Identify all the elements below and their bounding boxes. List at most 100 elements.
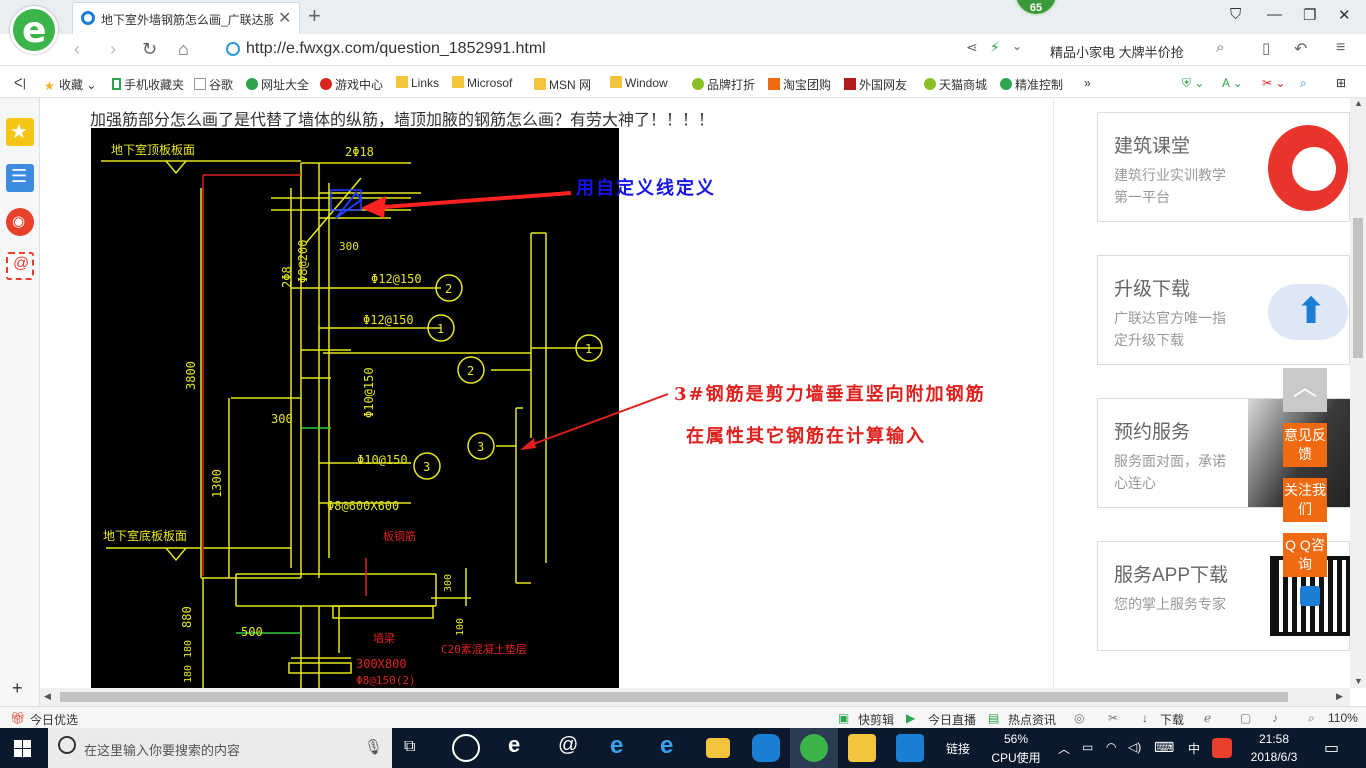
scissors-icon[interactable]: ✂ ⌄ <box>1262 76 1286 90</box>
menu-icon[interactable]: ≡ <box>1336 39 1346 56</box>
bookmark-discount[interactable]: 品牌打折 <box>692 76 755 93</box>
edge-app-icon[interactable]: e <box>610 732 624 759</box>
file-explorer-icon[interactable] <box>706 738 730 758</box>
task-view-icon[interactable]: ⧉ <box>404 738 416 755</box>
bookmark-links[interactable]: Links <box>396 76 439 90</box>
tab-active[interactable]: 地下室外墙钢筋怎么画_广联达服 ✕ <box>72 2 300 34</box>
horizontal-scrollbar[interactable]: ◀ ▶ <box>40 688 1350 706</box>
bookmark-control[interactable]: 精准控制 <box>1000 76 1063 93</box>
scroll-down-icon[interactable]: ▼ <box>1354 676 1363 686</box>
green-browser-app-icon[interactable] <box>800 734 828 762</box>
sidebar-toggle-icon[interactable]: ᐸ| <box>14 76 26 90</box>
translate-icon[interactable]: A ⌄ <box>1222 76 1243 90</box>
card-upgrade-download[interactable]: 升级下载 广联达官方唯一指定升级下载 ⬆ <box>1097 255 1350 365</box>
bookmark-microsoft[interactable]: Microsof <box>452 76 512 90</box>
tool-icon[interactable]: ✂ <box>1108 711 1119 725</box>
vertical-scrollbar[interactable]: ▲ ▼ <box>1350 98 1366 688</box>
bookmark-taobao[interactable]: 淘宝团购 <box>768 76 831 93</box>
chevron-down-icon[interactable]: ⌄ <box>1012 39 1023 53</box>
tray-expand-icon[interactable]: ︿ <box>1058 742 1071 756</box>
windows-start-icon[interactable] <box>14 740 31 757</box>
glodon-app-icon[interactable] <box>752 734 780 762</box>
feedback-button[interactable]: 意见反馈 <box>1283 423 1327 467</box>
home-icon[interactable]: ⌂ <box>178 39 189 59</box>
search-icon[interactable]: ⌕ <box>1216 39 1225 56</box>
bookmark-mobile[interactable]: 手机收藏夹 <box>112 76 184 93</box>
share-icon[interactable]: ⋖ <box>966 39 978 55</box>
scroll-up-icon[interactable]: ▲ <box>1354 98 1363 108</box>
back-icon[interactable]: ‹ <box>74 39 80 59</box>
speed-icon[interactable]: ◎ <box>1074 711 1085 725</box>
ime-indicator[interactable]: 中 <box>1188 742 1201 756</box>
search-tool-icon[interactable]: ⌕ <box>1300 76 1307 90</box>
status-item-live[interactable]: 今日直播 <box>928 713 977 727</box>
favorites-star-icon[interactable]: ★ <box>6 118 34 146</box>
clock-time[interactable]: 21:58 <box>1258 732 1290 746</box>
qq-consult-button[interactable]: Q Q咨询 <box>1283 533 1327 577</box>
browser-logo-icon[interactable]: e <box>10 6 58 54</box>
reader-icon[interactable]: ☰ <box>6 164 34 192</box>
scroll-right-icon[interactable]: ▶ <box>1336 691 1343 701</box>
ie-mode-icon[interactable]: ℯ <box>1204 711 1212 725</box>
keyboard-icon[interactable]: ⌨ <box>1154 739 1175 755</box>
sogou-ime-icon[interactable] <box>1212 738 1232 758</box>
notification-center-icon[interactable]: ▭ <box>1324 740 1340 757</box>
clock-date[interactable]: 2018/6/3 <box>1250 750 1298 764</box>
apps-grid-icon[interactable]: ⊞ <box>1336 76 1347 90</box>
notification-badge[interactable]: 65 <box>1014 0 1058 16</box>
scroll-left-icon[interactable]: ◀ <box>44 691 51 701</box>
bookmark-windows[interactable]: Window <box>610 76 668 90</box>
back-to-top-button[interactable]: ︿ <box>1283 368 1327 412</box>
refresh-icon[interactable]: ↻ <box>142 39 158 59</box>
url-field[interactable]: http://e.fwxgx.com/question_1852991.html <box>226 39 1036 61</box>
card-building-class[interactable]: 建筑课堂 建筑行业实训教学第一平台 <box>1097 112 1350 222</box>
notes-app-icon[interactable] <box>848 734 876 762</box>
zoom-level[interactable]: 110% <box>1328 711 1358 725</box>
minimize-icon[interactable]: — <box>1267 6 1282 23</box>
volume-icon[interactable]: ◁) <box>1128 740 1142 754</box>
swirl-app-icon[interactable]: @ <box>558 734 579 756</box>
horizontal-scroll-thumb[interactable] <box>60 692 1288 702</box>
status-item-news[interactable]: 热点资讯 <box>1008 713 1057 727</box>
bookmark-msn[interactable]: MSN 网 <box>534 76 591 93</box>
bookmark-games[interactable]: 游戏中心 <box>320 76 383 93</box>
fan-app-icon[interactable] <box>452 734 480 762</box>
taskbar-search-box[interactable]: 在这里输入你要搜索的内容 🎙︎ <box>48 728 392 768</box>
status-item-download[interactable]: 下载 <box>1160 713 1185 727</box>
undo-icon[interactable]: ↶ <box>1294 41 1308 58</box>
bookmark-google[interactable]: 谷歌 <box>194 76 233 93</box>
gift-icon[interactable]: 🎁︎ <box>10 711 26 725</box>
restore-icon[interactable]: ❐ <box>1303 7 1317 24</box>
search-suggestion[interactable]: 精品小家电 大牌半价抢 <box>1050 45 1184 60</box>
vertical-scroll-thumb[interactable] <box>1353 218 1363 358</box>
weibo-icon[interactable]: ◉ <box>6 208 34 236</box>
zoom-icon[interactable]: ⌕ <box>1308 711 1315 725</box>
tab-close-icon[interactable]: ✕ <box>278 10 292 27</box>
links-toolbar[interactable]: 链接 <box>946 742 971 756</box>
battery-icon[interactable]: ▭ <box>1082 740 1094 754</box>
forward-icon[interactable]: › <box>110 39 116 59</box>
follow-us-button[interactable]: 关注我们 <box>1283 478 1327 522</box>
wifi-icon[interactable]: ◠ <box>1106 740 1117 754</box>
shirt-skin-icon[interactable]: ⛉ <box>1230 6 1242 23</box>
new-tab-button[interactable]: + <box>308 3 321 28</box>
status-item-clip[interactable]: 快剪辑 <box>858 713 895 727</box>
shield-icon[interactable]: ⛨ ⌄ <box>1182 76 1205 90</box>
bookmark-foreign[interactable]: 外国网友 <box>844 76 907 93</box>
tool-app-icon[interactable] <box>896 734 924 762</box>
close-window-icon[interactable]: ✕ <box>1338 7 1351 24</box>
ie-app-icon[interactable]: e <box>508 732 521 757</box>
bookmark-favorites[interactable]: ★收藏 ⌄ <box>44 78 97 93</box>
bookmark-tmall[interactable]: 天猫商城 <box>924 76 987 93</box>
microphone-icon[interactable]: 🎙︎ <box>364 739 384 756</box>
ie-blue-app-icon[interactable]: e <box>660 732 674 759</box>
lightning-icon[interactable]: ⚡ <box>990 39 1000 55</box>
today-picks[interactable]: 今日优选 <box>30 713 79 727</box>
mobile-icon[interactable]: ▯ <box>1262 40 1271 57</box>
bookmark-sites[interactable]: 网址大全 <box>246 76 309 93</box>
sound-icon[interactable]: ♪ <box>1272 711 1278 725</box>
add-panel-icon[interactable]: + <box>12 678 23 698</box>
more-bookmarks-icon[interactable]: » <box>1084 76 1091 90</box>
window-icon[interactable]: ▢ <box>1240 711 1252 725</box>
mail-icon[interactable]: @ <box>6 252 34 280</box>
